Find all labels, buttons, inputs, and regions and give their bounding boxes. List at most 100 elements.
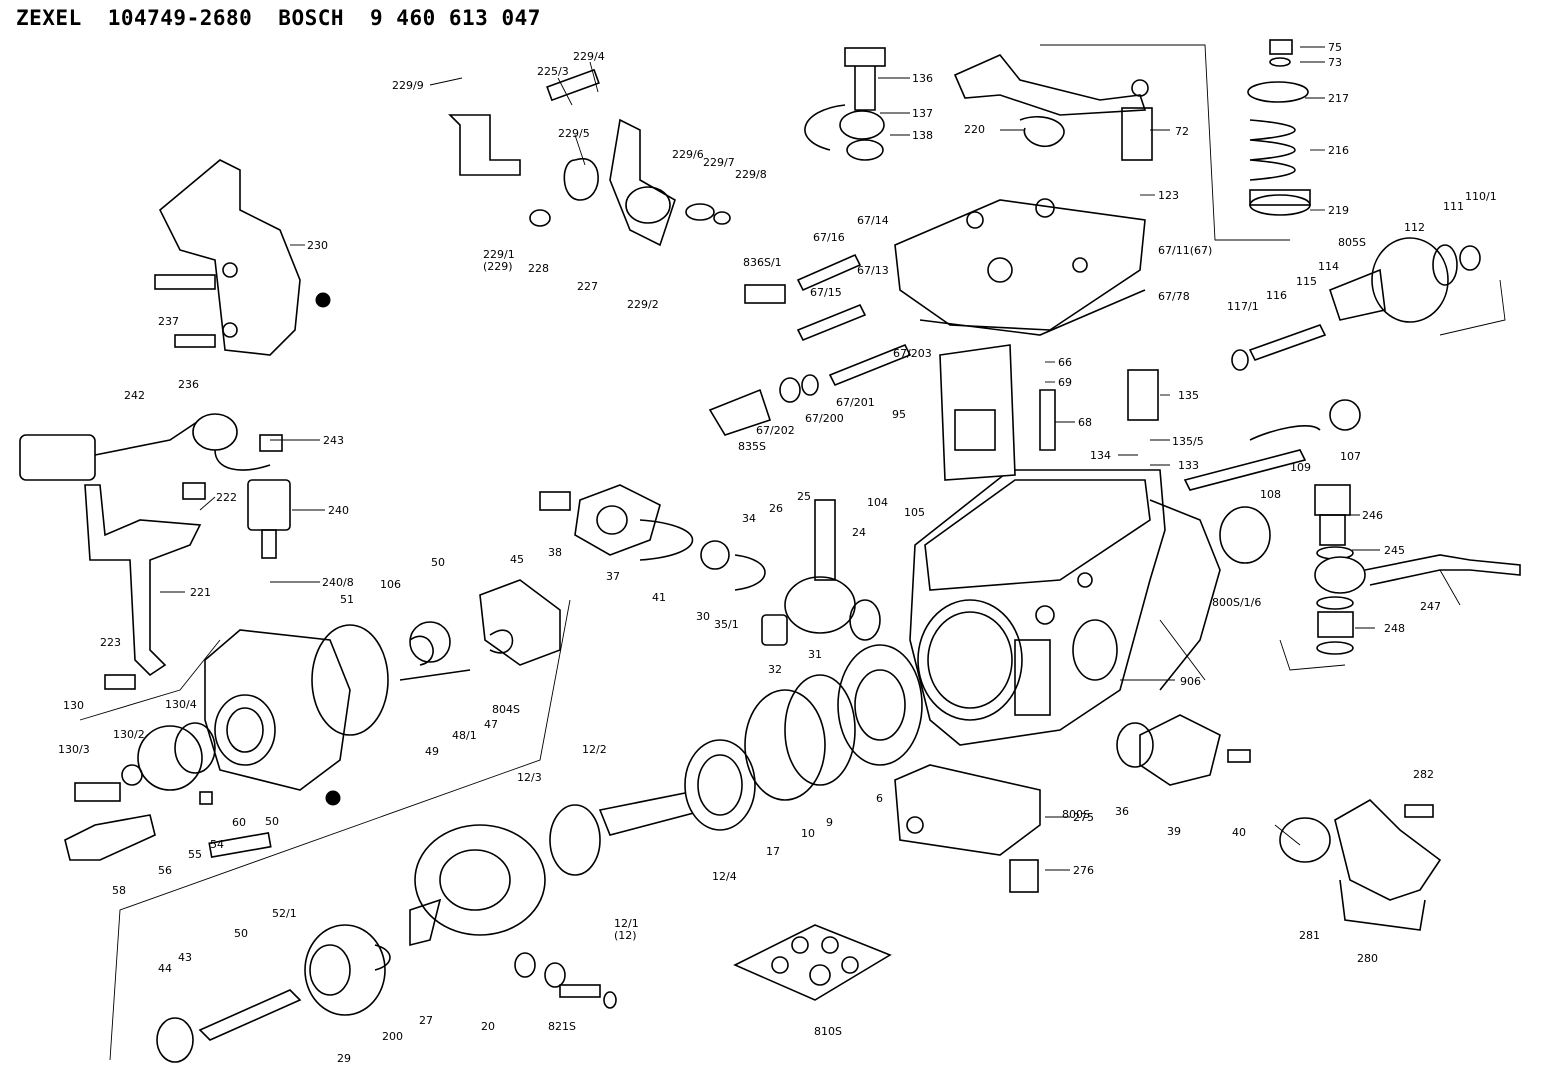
callout-label: 66 <box>1058 356 1072 369</box>
screw-parts-67 <box>708 253 912 436</box>
callout-label: 276 <box>1073 864 1094 877</box>
part-callouts: 229/9225/3229/4229/5229/6229/7229/8229/1… <box>58 41 1497 1065</box>
pulley-assembly-112 <box>1231 237 1481 371</box>
roller-parts-821s <box>514 952 617 1009</box>
callout-label: 228 <box>528 262 549 275</box>
callout-label: 50 <box>431 556 445 569</box>
callout-label: 67/203 <box>893 347 932 360</box>
callout-label: 49 <box>425 745 439 758</box>
callout-label: 800S <box>1062 808 1090 821</box>
callout-label: 111 <box>1443 200 1464 213</box>
callout-label: 20 <box>481 1020 495 1033</box>
callout-label: 67/202 <box>756 424 795 437</box>
callout-label: 247 <box>1420 600 1441 613</box>
callout-label: 67/16 <box>813 231 845 244</box>
solenoid-valve-95 <box>939 344 1159 481</box>
inlet-fitting-58 <box>64 791 272 861</box>
governor-lever <box>953 54 1153 161</box>
governor-cover <box>894 198 1146 336</box>
callout-label: 32 <box>768 663 782 676</box>
callout-label: 229/2 <box>627 298 659 311</box>
callout-label: 50 <box>265 815 279 828</box>
callout-label: 810S <box>814 1025 842 1038</box>
callout-label: 104 <box>867 496 888 509</box>
callout-label: 73 <box>1328 56 1342 69</box>
callout-label: 805S <box>1338 236 1366 249</box>
callout-label: 835S <box>738 440 766 453</box>
callout-label: 68 <box>1078 416 1092 429</box>
callout-label: 229/4 <box>573 50 605 63</box>
callout-label: 110/1 <box>1465 190 1497 203</box>
callout-label: 67/15 <box>810 286 842 299</box>
callout-label: 27 <box>419 1014 433 1027</box>
callout-label: 67/13 <box>857 264 889 277</box>
callout-label: 117/1 <box>1227 300 1259 313</box>
callout-label: 30 <box>696 610 710 623</box>
callout-label: 107 <box>1340 450 1361 463</box>
callout-label: 800S/1/6 <box>1212 596 1261 609</box>
callout-label: 240 <box>328 504 349 517</box>
callout-label: 836S/1 <box>743 256 782 269</box>
callout-label: 130/3 <box>58 743 90 756</box>
callout-label: 41 <box>652 591 666 604</box>
cover-plate-39 <box>1116 714 1251 786</box>
callout-label: 229/5 <box>558 127 590 140</box>
callout-label: 229/9 <box>392 79 424 92</box>
callout-label: 137 <box>912 107 933 120</box>
callout-label: 112 <box>1404 221 1425 234</box>
callout-label: 116 <box>1266 289 1287 302</box>
callout-label: 243 <box>323 434 344 447</box>
zexel-part-number: 104749-2680 <box>107 6 253 30</box>
callout-label: 229/1 <box>483 248 515 261</box>
callout-label: 227 <box>577 280 598 293</box>
throttle-lever-bracket <box>448 68 731 247</box>
callout-label: 804S <box>492 703 520 716</box>
callout-label: 216 <box>1328 144 1349 157</box>
callout-label: 67/200 <box>805 412 844 425</box>
callout-label: 115 <box>1296 275 1317 288</box>
brand-label: BOSCH <box>278 6 345 30</box>
callout-label: 200 <box>382 1030 403 1043</box>
callout-label: 12/2 <box>582 743 607 756</box>
callout-label: 6 <box>876 792 883 805</box>
callout-label: 135/5 <box>1172 435 1204 448</box>
callout-label: 219 <box>1328 204 1349 217</box>
callout-label: 25 <box>797 490 811 503</box>
callout-label: 108 <box>1260 488 1281 501</box>
callout-label: 222 <box>216 491 237 504</box>
leader-lines <box>160 46 1461 871</box>
callout-label: 275 <box>1073 811 1094 824</box>
callout-label: 72 <box>1175 125 1189 138</box>
callout-label: 245 <box>1384 544 1405 557</box>
callout-label: 229/8 <box>735 168 767 181</box>
callout-label: 10 <box>801 827 815 840</box>
callout-label: 24 <box>852 526 866 539</box>
callout-label: 47 <box>484 718 498 731</box>
group-frames <box>79 44 1506 1061</box>
callout-label: 67/14 <box>857 214 889 227</box>
overflow-valve-assembly <box>804 47 886 161</box>
callout-label: 114 <box>1318 260 1339 273</box>
callout-label: 230 <box>307 239 328 252</box>
callout-label: 40 <box>1232 826 1246 839</box>
drive-shaft-gear <box>549 644 923 876</box>
callout-label: 281 <box>1299 929 1320 942</box>
callout-label: 237 <box>158 315 179 328</box>
callout-label: 17 <box>766 845 780 858</box>
callout-label: 54 <box>210 838 224 851</box>
callout-label: 69 <box>1058 376 1072 389</box>
callout-label: 44 <box>158 962 172 975</box>
fuel-cut-solenoid <box>19 413 291 559</box>
callout-label: 9 <box>826 816 833 829</box>
callout-label: 35/1 <box>714 618 739 631</box>
callout-label: 242 <box>124 389 145 402</box>
callout-label: 246 <box>1362 509 1383 522</box>
callout-label: 906 <box>1180 675 1201 688</box>
callout-label: 109 <box>1290 461 1311 474</box>
callout-label: 236 <box>178 378 199 391</box>
callout-label: 50 <box>234 927 248 940</box>
gasket-kit-810s <box>733 924 892 1001</box>
cam-disc-assembly <box>156 824 546 1063</box>
